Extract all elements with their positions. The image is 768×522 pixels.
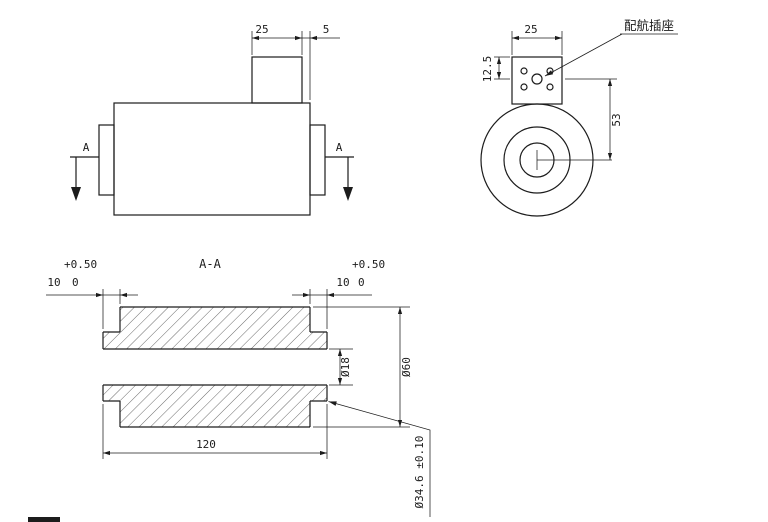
- cylinder-body-outline: [113, 102, 311, 216]
- dim-label-left-depth-tol-upper: +0.50: [64, 258, 97, 271]
- connector-center-hole: [531, 73, 543, 85]
- dim-label-right-depth: 10: [336, 276, 349, 289]
- arrowhead: [397, 307, 403, 314]
- leader-arrowhead: [545, 70, 554, 76]
- dim-label-length: 120: [196, 438, 216, 451]
- arrowhead: [337, 349, 343, 356]
- connector-pin-hole: [520, 83, 528, 91]
- dim-label-center-distance: 53: [610, 113, 623, 126]
- connector-pin-hole: [520, 67, 528, 75]
- dim-label-outer: Ø60: [400, 357, 413, 377]
- arrowhead: [496, 57, 502, 64]
- arrowhead: [496, 72, 502, 79]
- arrowhead: [310, 35, 317, 41]
- leader-arrowhead: [328, 401, 337, 406]
- left-boss-outline: [98, 124, 115, 196]
- arrowhead: [607, 79, 613, 86]
- arrowhead: [327, 292, 334, 298]
- arrowhead: [120, 292, 127, 298]
- section-view: A-A 10 +0.50 0: [46, 257, 431, 517]
- connector-block-outline: [251, 56, 303, 104]
- arrowhead: [103, 450, 110, 456]
- section-arrowhead-right: [343, 187, 353, 201]
- section-arrowhead-left: [71, 187, 81, 201]
- connector-block-front: [511, 56, 563, 105]
- frame-mark: [28, 517, 60, 522]
- leader-line: [328, 401, 431, 517]
- hatch-upper-wall: [103, 307, 327, 349]
- connector-pin-hole: [546, 83, 554, 91]
- arrowhead: [252, 35, 259, 41]
- hatch-lower-wall: [103, 385, 327, 427]
- dim-label-bore: Ø18: [339, 357, 352, 377]
- arrowhead: [555, 35, 562, 41]
- dim-label-left-depth: 10: [47, 276, 60, 289]
- dim-label-connector-offset: 5: [323, 23, 330, 36]
- dim-label-right-depth-tol-lower: 0: [358, 276, 365, 289]
- side-view: 25 5 A A: [70, 23, 354, 216]
- connector-socket-label: 配航插座: [624, 18, 674, 33]
- dim-label-boss: Ø34.6 ±0.10: [413, 436, 426, 509]
- leader-line: [544, 33, 623, 77]
- dim-label-right-depth-tol-upper: +0.50: [352, 258, 385, 271]
- arrowhead: [607, 153, 613, 160]
- arrowhead: [320, 450, 327, 456]
- dim-label-connector-width: 25: [255, 23, 268, 36]
- arrowhead: [303, 292, 310, 298]
- arrowhead: [337, 378, 343, 385]
- arrowhead: [512, 35, 519, 41]
- section-label-right: A: [336, 141, 343, 154]
- arrowhead: [96, 292, 103, 298]
- dim-label-hole-offset: 12.5: [481, 56, 494, 83]
- arrowhead: [295, 35, 302, 41]
- dim-label-connector-width-end: 25: [524, 23, 537, 36]
- right-boss-outline: [309, 124, 326, 196]
- section-view-title: A-A: [199, 257, 221, 271]
- dim-label-left-depth-tol-lower: 0: [72, 276, 79, 289]
- section-label-left: A: [83, 141, 90, 154]
- end-view: 25 12.5 53 配航插座: [480, 18, 678, 217]
